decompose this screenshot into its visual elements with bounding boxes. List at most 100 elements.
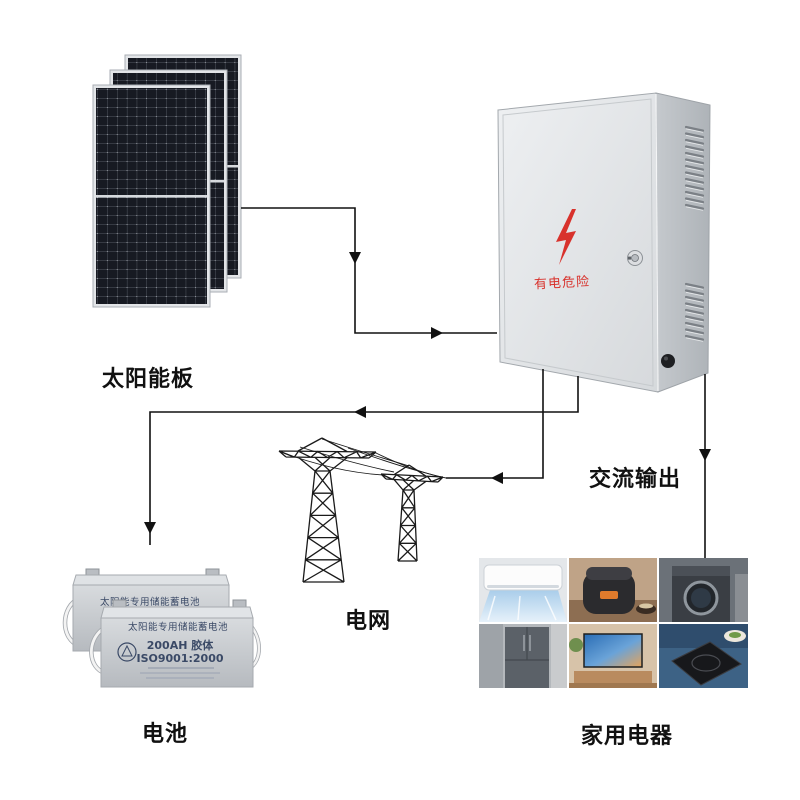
solar-panels-label: 太阳能板 [102,366,194,392]
arrow-down-icon [349,252,361,264]
battery-terminal [232,599,247,608]
induction-ring [691,654,721,672]
rice-cooker-lid [586,567,632,580]
cable-gland [661,354,675,368]
vent-slit-highlight [685,304,704,310]
fridge-handle [529,635,531,651]
vent-slit-highlight [685,134,704,140]
solar-panel-front [92,84,211,308]
box-to-grid-line [446,369,544,479]
box-to-battery-line [149,376,579,545]
battery-terminal [112,599,127,608]
vent-slit [684,190,705,197]
lock-core [631,254,639,262]
logo-ring [117,642,137,662]
arrow-down-icon [699,449,711,461]
wall-shelf [735,574,748,622]
vent-slit-highlight [685,206,704,211]
vent-slit [684,184,705,191]
vent-slit [684,132,705,139]
battery-capacity-text: 200AH 胶体 [147,638,215,652]
tv-screen [583,633,643,668]
induction-plate [671,641,742,686]
battery-label: 电池 [142,722,188,747]
vent-slit-highlight [685,330,704,336]
tv-cabinet [574,671,652,683]
lock-icon [627,250,643,266]
vent-slit-highlight [685,167,704,172]
power-grid [278,437,447,583]
vent-slit [684,158,705,165]
vent-slit [684,282,705,289]
transmission-tower-large [278,437,377,583]
ac-airflow-streak [487,595,557,621]
arrow-left-icon [354,406,366,418]
ac-vent [487,585,559,588]
power-cable [373,451,442,478]
battery-brand-text: 太阳能专用储能蓄电池 [128,621,228,633]
ac-airflow [479,590,567,622]
solar-to-box-line [241,207,497,334]
vent-slit [684,151,705,158]
vent-slit [684,308,705,315]
arrow-left-icon [491,472,503,484]
grid-label: 电网 [345,609,391,634]
plant [569,638,583,652]
vent-slit [684,289,705,296]
vent-slit-highlight [685,337,704,342]
food [729,632,741,638]
solar-panels [92,54,242,308]
vent-slit [684,164,705,171]
television-image [569,624,657,688]
vent-slit-highlight [685,147,704,153]
vent-slit [684,125,705,132]
washer-panel [672,566,730,576]
washer-glass [691,588,711,608]
refrigerator-image [479,624,567,688]
vent-slit-highlight [685,180,704,185]
washing-machine-image [659,558,748,622]
vent-slit [684,295,705,302]
battery-body [100,617,254,688]
kitchen-cabinet [551,624,567,688]
vent-slit [684,334,705,341]
vent-slit-highlight [685,291,704,297]
vent-slit [684,302,705,309]
power-cable [425,472,447,479]
appliances-label: 家用电器 [581,723,673,749]
box-corner-highlight [655,93,659,392]
arrow-down-icon [144,522,156,534]
cable-gland-highlight [664,356,668,361]
vent-slit-highlight [685,154,704,159]
vent-slit-highlight [685,186,704,192]
vent-slit [684,197,705,204]
vent-slit-highlight [685,311,704,316]
arrow-right-icon [431,327,443,339]
vent-slit-highlight [685,160,704,166]
box-door-edge [502,98,654,387]
panel-divider [96,195,207,198]
vent-slit [684,203,705,210]
power-cable [321,438,410,467]
battery-logo-icon [117,642,137,662]
vent-slit-highlight [685,173,704,179]
vent-slit [684,138,705,145]
vent-slit [684,315,705,322]
lightning-bolt-icon [556,209,576,265]
bowl-food [639,603,653,609]
ac-output-label: 交流输出 [589,466,681,492]
vent-slit [684,145,705,152]
appliances-grid [479,558,748,688]
rice-cooker-display [600,591,618,599]
vent-slit [684,177,705,184]
lock-slot [628,256,631,260]
vent-slit-highlight [685,199,704,205]
vent-slit [684,328,705,335]
vent-slit [684,321,705,328]
logo-mark [121,644,133,657]
floor [569,683,657,688]
battery-front: 太阳能专用储能蓄电池 200AH 胶体 ISO9001:2000 [89,599,261,688]
vent-slit-highlight [685,317,704,323]
ac-unit [483,564,563,591]
vent-slit-highlight [685,285,704,290]
